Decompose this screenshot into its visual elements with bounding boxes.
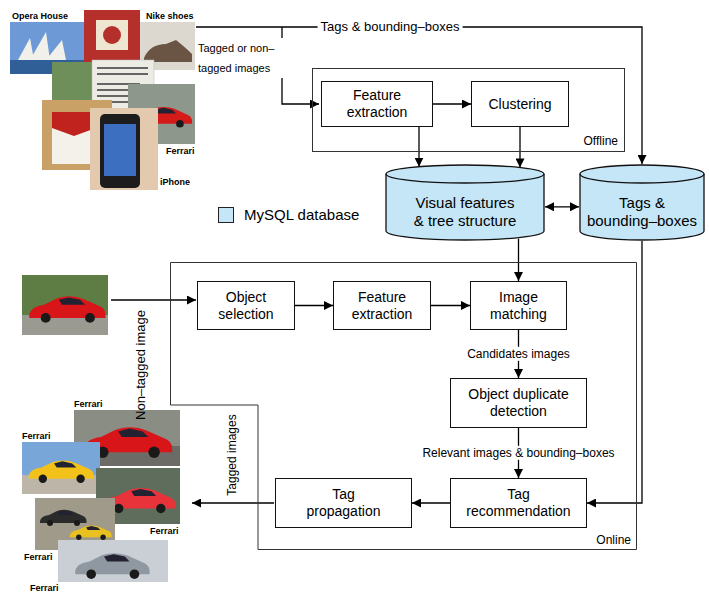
cylinder-rim [580,174,704,183]
flow-arrow [412,502,450,503]
process-box: Tag recommendation [450,478,587,528]
process-box: Feature extraction [321,81,433,127]
photo [52,112,96,164]
photo [22,315,108,335]
box-label: Feature extraction [328,87,426,121]
car [29,460,94,483]
flow-arrow [518,239,519,281]
photo-caption: Opera House [12,11,68,22]
photo-collage [10,10,195,190]
flow-label: Tagged or non–tagged images [195,38,311,78]
process-box: Feature extraction [333,281,431,330]
photo [22,442,100,494]
flow-arrow [433,103,471,104]
photo-caption: Ferrari [24,552,53,563]
edge-label: Candidates images [464,347,573,361]
car [70,525,112,540]
process-box: Tag propagation [275,478,412,528]
process-box: Clustering [471,81,569,127]
flow-arrow [431,305,470,306]
shoe [144,40,192,62]
cylinder-body [580,165,704,240]
database-cylinder: Visual features & tree structure [385,165,545,241]
database-cylinder: Tags & bounding–boxes [579,165,705,241]
car [75,553,149,579]
legend-swatch [218,207,234,223]
photo-caption: Ferrari [150,526,179,537]
box-label: Tag recommendation [457,486,580,520]
cylinder-rim [386,174,544,183]
legend-text: MySQL database [244,206,359,224]
cylinder-body [386,165,544,240]
group-label: Online [596,533,631,547]
photo [58,540,168,582]
flow-arrow [519,127,520,167]
input-photo [22,275,108,335]
box-label: Image matching [477,289,560,323]
connectors [295,104,642,503]
photo-caption: Nike shoes [146,11,194,22]
car [29,296,105,322]
group-region: Online Object selection Feature extraction… [170,262,637,550]
photo [52,62,94,102]
flow-label: Non–tagged image [133,310,149,420]
wires [111,27,642,503]
output-collage [22,410,180,582]
phone-screen [104,124,136,176]
region-border [171,263,637,550]
database-label: Tags & bounding–boxes [586,194,698,230]
flow-arrow [545,206,579,207]
phone [100,114,140,188]
box-label: Clustering [488,96,551,113]
pack-top [52,112,96,136]
flow-arrow [418,127,419,167]
database-label: Visual features & tree structure [410,194,520,230]
box-label: Object duplicate detection [457,386,580,420]
box-label: Object selection [204,289,288,323]
photo-caption: Ferrari [74,399,103,410]
photo [90,108,158,190]
photo-caption: Ferrari [166,146,195,157]
edge-label: Relevant images & bounding–boxes [419,446,617,460]
photo [103,26,121,44]
process-box: Object duplicate detection [450,378,587,428]
photo [84,10,140,62]
box-label: Feature extraction [340,289,424,323]
flow-arrow [587,241,642,503]
group-region: Offline Feature extraction Clustering [312,68,625,152]
flow-label: Tagged images [225,414,239,495]
box-label: Tag propagation [298,486,390,520]
photo [96,20,128,50]
photo-caption: iPhone [160,177,190,188]
group-label: Offline [584,134,618,148]
process-box: Object selection [197,281,295,330]
opera-sails [18,32,66,60]
photo [22,275,108,335]
photo-caption: Ferrari [22,431,51,442]
car [40,510,87,526]
flow-label: Tags & bounding–boxes [318,19,463,35]
flow-wire [192,502,274,503]
process-box: Image matching [470,281,567,330]
photo-caption: Ferrari [30,583,59,594]
flow-arrow [295,305,333,306]
flow-wire [111,299,196,300]
